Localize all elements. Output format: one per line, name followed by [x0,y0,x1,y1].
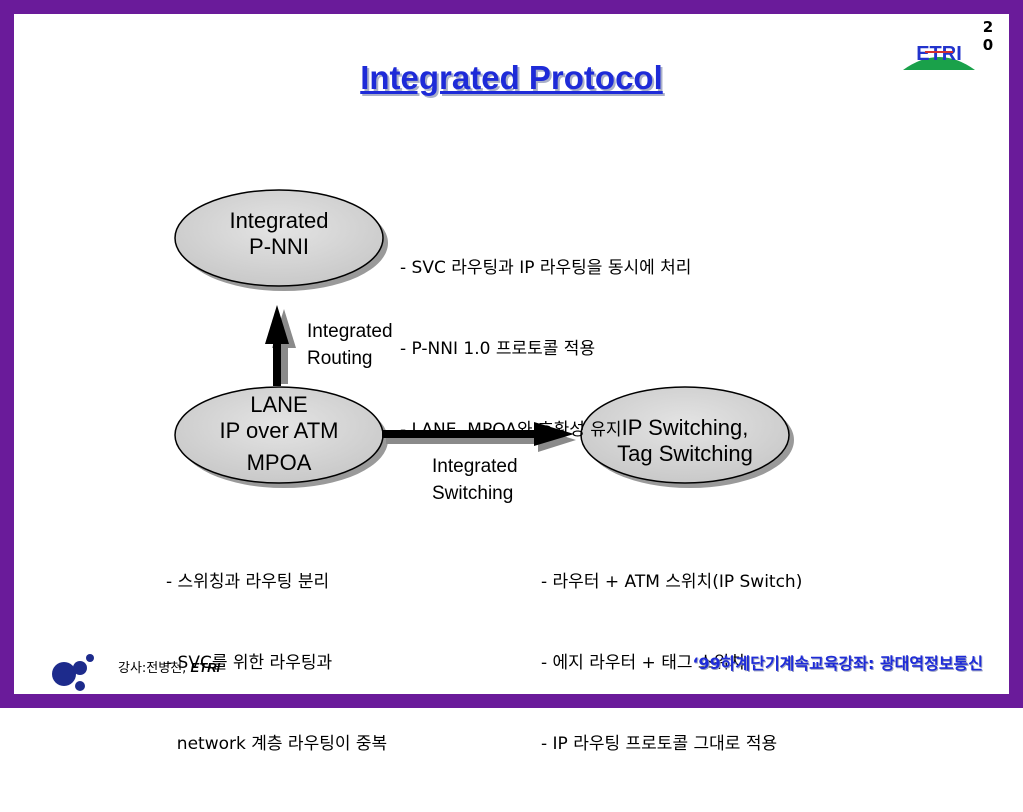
etri-logo: ETRI [899,38,979,78]
routing-label-line: Routing [307,348,373,369]
dots-logo-icon [52,654,94,691]
etri-logo-icon: ETRI [903,43,975,70]
node-ipsw-line: IP Switching, [621,415,749,440]
note-line: - IP 라우팅 프로토콜 그대로 적용 [541,734,778,754]
footer-course: ‘99하계단기계속교육강좌: 광대역정보통신 [692,654,983,673]
note-line: - P-NNI 1.0 프로토콜 적용 [400,339,596,359]
pnni-notes: - SVC 라우팅과 IP 라우팅을 동시에 처리 - P-NNI 1.0 프로… [400,201,691,498]
footer-org: ETRI [190,660,221,675]
routing-label: Integrated Routing [307,318,393,372]
node-lane-line: IP over ATM [219,418,339,443]
footer-lecturer: 강사:전병천, ETRI [118,657,220,676]
page-number: 2 0 [981,18,995,54]
node-ipsw-shape [580,386,790,484]
note-line: - 에지 라우터 + 태그 스위치 [541,653,745,673]
node-pnni: Integrated P-NNI [175,208,383,260]
switching-arrow [382,422,576,452]
node-lane: LANE IP over ATM MPOA [175,392,383,476]
node-pnni-shape [174,189,384,287]
switching-label-line: Integrated [432,456,518,477]
note-line: - 스위칭과 라우팅 분리 [166,572,330,592]
switching-label-line: Switching [432,483,514,504]
note-line: - SVC 라우팅과 IP 라우팅을 동시에 처리 [400,258,692,278]
page-number-digit: 0 [982,36,994,54]
diagram-canvas [174,189,794,488]
note-line: - LANE, MPOA와 호환성 유지 [400,420,622,440]
note-line: - SVC를 위한 라우팅과 [166,653,333,673]
routing-label-line: Integrated [307,321,393,342]
corner-logo [50,650,100,698]
node-ipsw-line: Tag Switching [617,441,753,466]
node-pnni-line: Integrated [229,208,329,233]
node-ipsw: IP Switching, Tag Switching [581,415,789,467]
page-number-digit: 2 [982,18,994,36]
node-lane-line: LANE [250,392,308,417]
node-pnni-line: P-NNI [249,234,309,259]
note-line: - 라우터 + ATM 스위치(IP Switch) [541,572,803,592]
etri-logo-text: ETRI [916,43,962,65]
note-line: network 계층 라우팅이 중복 [166,734,388,754]
slide: 2 0 ETRI Integrated Protocol [14,14,1009,754]
switching-label: Integrated Switching [432,453,518,507]
lecturer-text: 강사:전병천, [118,661,191,676]
node-lane-line: MPOA [246,450,312,475]
page-title: Integrated Protocol [360,59,663,96]
routing-arrow [265,305,296,386]
